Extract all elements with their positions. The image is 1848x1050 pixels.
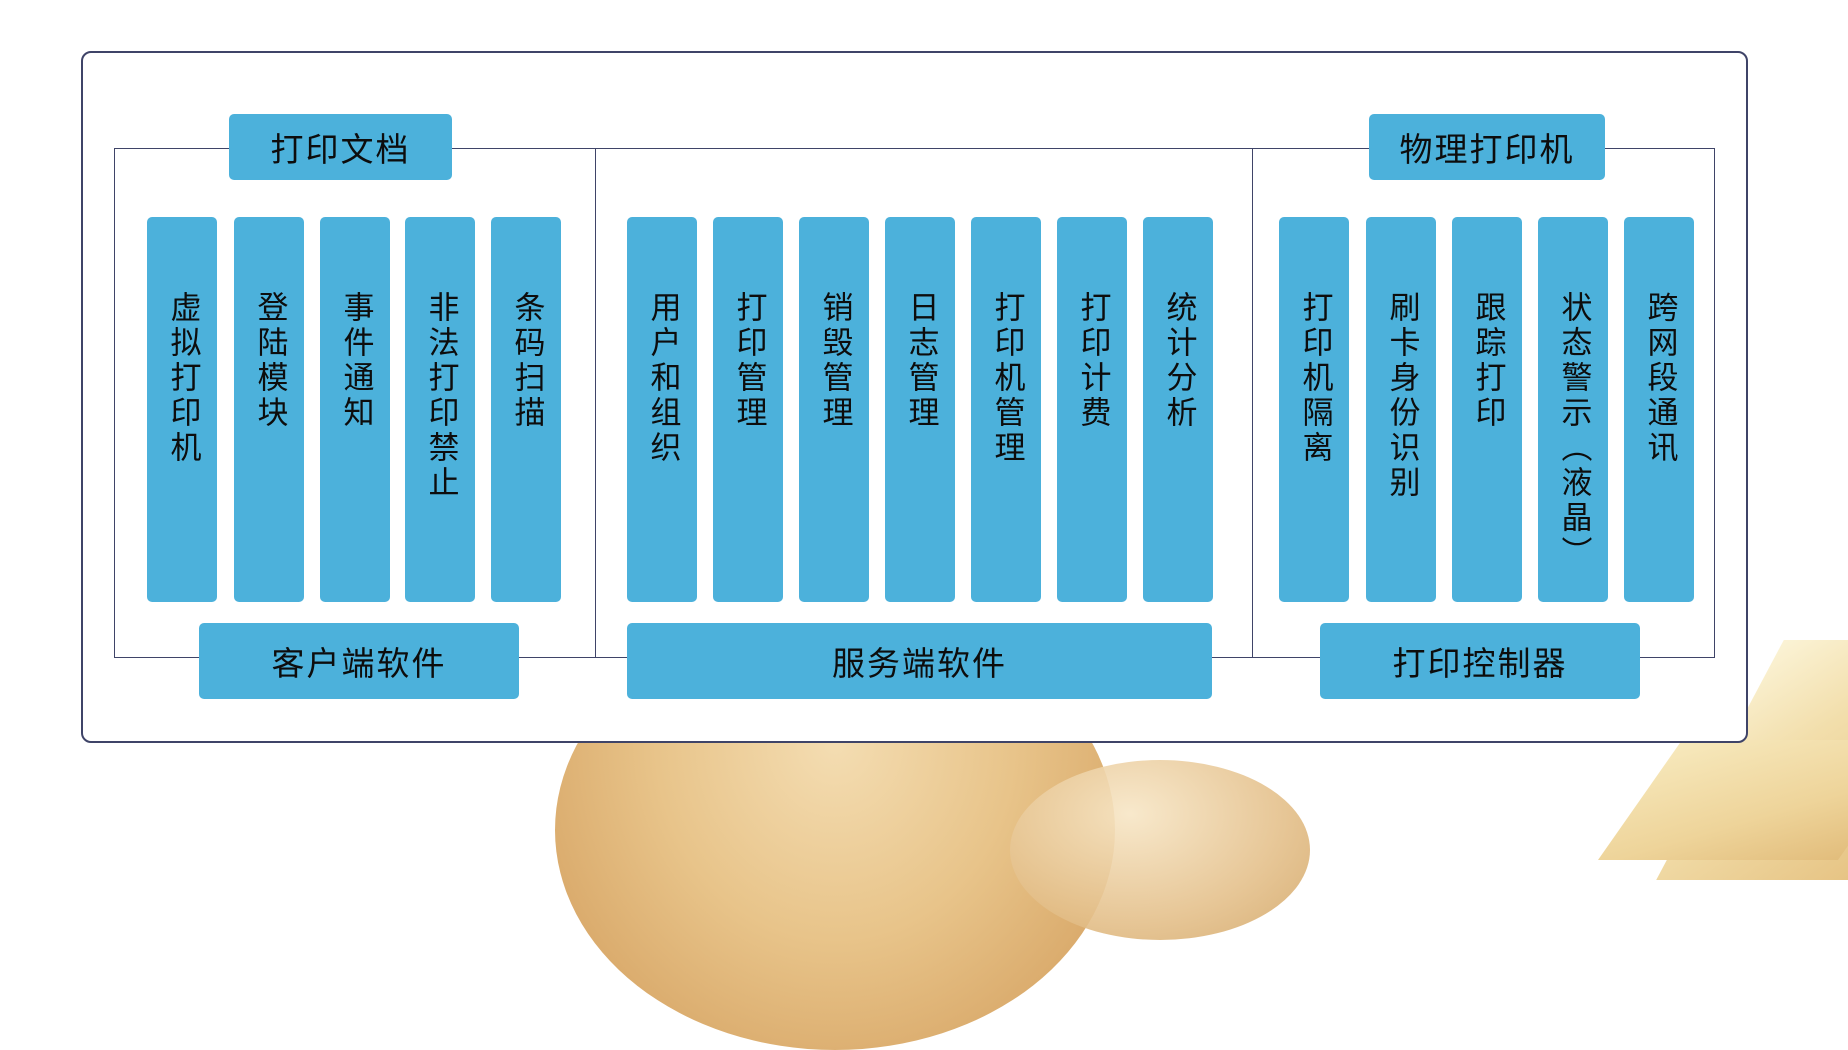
client-module: 非法打印禁止	[405, 217, 475, 602]
module-label: 跟踪打印	[1469, 291, 1506, 431]
controller-module: 跟踪打印	[1452, 217, 1522, 602]
client-module: 条码扫描	[491, 217, 561, 602]
print-controller-label: 打印控制器	[1320, 623, 1640, 699]
module-label: 登陆模块	[251, 291, 288, 431]
module-label: 打印计费	[1074, 291, 1111, 431]
decorative-gold-sphere-reflection	[1010, 760, 1310, 940]
module-label: 非法打印禁止	[422, 291, 459, 501]
controller-module: 刷卡身份识别	[1366, 217, 1436, 602]
module-label: 打印管理	[730, 291, 767, 431]
physical-printer-label: 物理打印机	[1369, 114, 1605, 180]
server-module: 用户和组织	[627, 217, 697, 602]
module-label: 打印机隔离	[1296, 291, 1333, 466]
server-module: 打印计费	[1057, 217, 1127, 602]
module-label: 事件通知	[337, 291, 374, 431]
server-module: 打印管理	[713, 217, 783, 602]
controller-module: 跨网段通讯	[1624, 217, 1694, 602]
module-label: 跨网段通讯	[1641, 291, 1678, 466]
module-label: 条码扫描	[508, 291, 545, 431]
module-label: 刷卡身份识别	[1383, 291, 1420, 501]
server-software-label: 服务端软件	[627, 623, 1212, 699]
module-label: 统计分析	[1160, 291, 1197, 431]
client-module: 事件通知	[320, 217, 390, 602]
module-label: 状态警示（液晶）	[1555, 291, 1592, 571]
decorative-gold-shard-lower	[1597, 740, 1848, 860]
module-label: 销毁管理	[816, 291, 853, 431]
controller-module: 状态警示（液晶）	[1538, 217, 1608, 602]
module-label: 日志管理	[902, 291, 939, 431]
server-module: 统计分析	[1143, 217, 1213, 602]
server-module: 打印机管理	[971, 217, 1041, 602]
server-module: 日志管理	[885, 217, 955, 602]
module-label: 用户和组织	[644, 291, 681, 466]
client-module: 虚拟打印机	[147, 217, 217, 602]
divider-client-server	[595, 148, 596, 658]
client-software-label: 客户端软件	[199, 623, 519, 699]
print-docs-label: 打印文档	[229, 114, 452, 180]
module-label: 虚拟打印机	[164, 291, 201, 466]
server-module: 销毁管理	[799, 217, 869, 602]
controller-module: 打印机隔离	[1279, 217, 1349, 602]
client-module: 登陆模块	[234, 217, 304, 602]
module-label: 打印机管理	[988, 291, 1025, 466]
divider-server-controller	[1252, 148, 1253, 658]
